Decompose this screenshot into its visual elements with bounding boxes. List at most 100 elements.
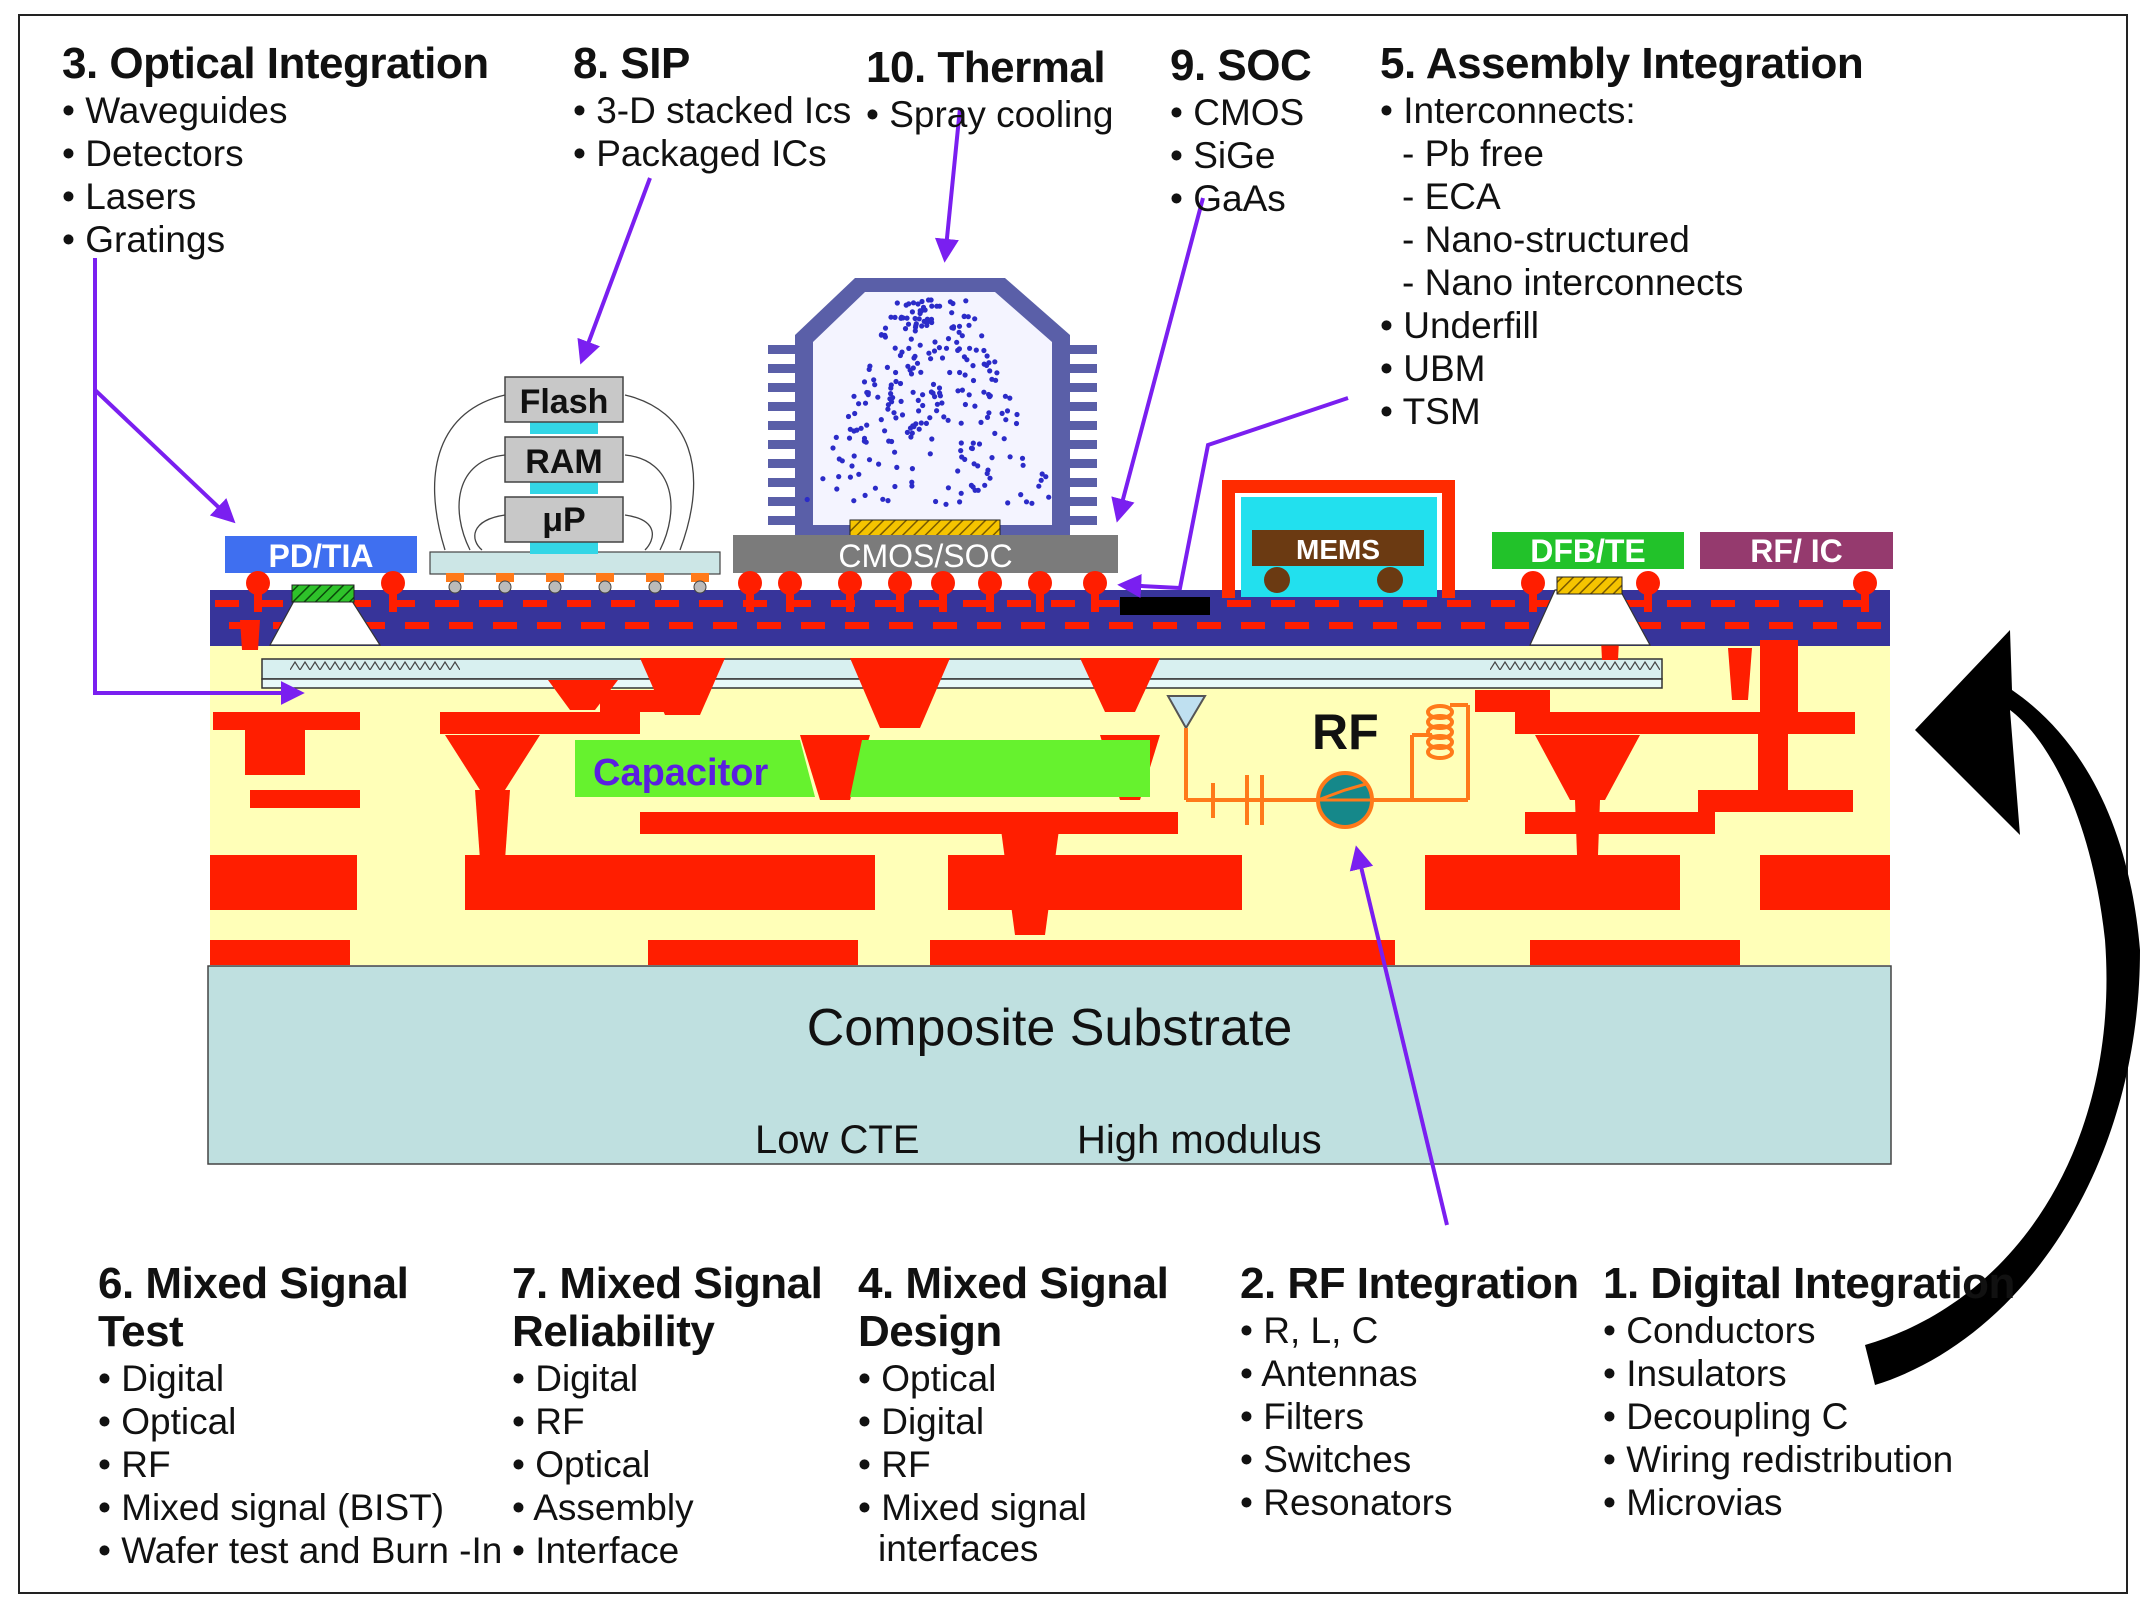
list-item: interfaces [878, 1528, 1039, 1569]
list-item: • Resonators [1240, 1482, 1453, 1523]
flash-label: Flash [519, 383, 609, 421]
list-item: • Optical [512, 1444, 651, 1485]
mems-label: MEMS [1296, 534, 1380, 565]
assembly-integration-block: 5. Assembly Integration • Interconnects:… [1380, 39, 1864, 432]
digital-integration-block: 1. Digital Integration • Conductors • In… [1603, 1259, 2015, 1523]
mixed-signal-design-heading: 4. Mixed Signal [858, 1259, 1169, 1308]
sip-block: 8. SIP • 3-D stacked Ics • Packaged ICs [573, 39, 852, 174]
list-item: • Insulators [1603, 1353, 1787, 1394]
mems-chip [1252, 530, 1424, 566]
mems-cap [1222, 480, 1455, 598]
mixed-signal-test-block: 6. Mixed Signal Test • Digital • Optical… [98, 1259, 503, 1571]
mixed-signal-test-heading: 6. Mixed Signal [98, 1259, 409, 1308]
list-item: • Antennas [1240, 1353, 1418, 1394]
digital-integration-heading: 1. Digital Integration [1603, 1259, 2015, 1308]
die-attach [849, 519, 1001, 537]
list-item: • TSM [1380, 391, 1481, 432]
rf-switch-icon [1316, 771, 1374, 829]
optical-integration-heading: 3. Optical Integration [62, 39, 489, 88]
list-item: • Mixed signal [858, 1487, 1087, 1528]
list-item: • Wiring redistribution [1603, 1439, 1954, 1480]
capacitor-plate-right [850, 740, 1150, 797]
substrate-title: Composite Substrate [806, 999, 1293, 1057]
list-item: • Underfill [1380, 305, 1539, 346]
capacitor-label: Capacitor [593, 752, 769, 794]
assembly-integration-heading: 5. Assembly Integration [1380, 39, 1864, 88]
list-item: • CMOS [1170, 92, 1305, 133]
board [210, 645, 1890, 965]
thermal-heading: 10. Thermal [866, 43, 1106, 92]
soc-heading: 9. SOC [1170, 41, 1312, 90]
list-item: • Detectors [62, 133, 244, 174]
grating-right [1490, 661, 1660, 671]
mixed-signal-reliability-block: 7. Mixed Signal Reliability • Digital • … [512, 1259, 823, 1571]
list-item: • Optical [858, 1358, 997, 1399]
mixed-signal-reliability-heading-2: Reliability [512, 1307, 715, 1356]
cmos-soc-label: CMOS/SOC [838, 538, 1013, 574]
capacitor-plate-left [575, 740, 815, 797]
list-item: • Switches [1240, 1439, 1412, 1480]
list-item: • Interconnects: [1380, 90, 1636, 131]
grating-left [290, 661, 460, 671]
up-label: μP [542, 501, 586, 539]
list-item: - Nano interconnects [1402, 262, 1744, 303]
list-item: • Mixed signal (BIST) [98, 1487, 445, 1528]
substrate-high-modulus: High modulus [1077, 1118, 1322, 1162]
mixed-signal-reliability-heading: 7. Mixed Signal [512, 1259, 823, 1308]
thermal-block: 10. Thermal • Spray cooling [866, 43, 1114, 135]
pd-tia-label: PD/TIA [268, 538, 374, 574]
list-item: • R, L, C [1240, 1310, 1379, 1351]
list-item: - Nano-structured [1402, 219, 1690, 260]
list-item: • Filters [1240, 1396, 1364, 1437]
rf-circuit [1166, 695, 1470, 825]
rf-integration-heading: 2. RF Integration [1240, 1259, 1579, 1308]
flash-chip [504, 376, 624, 423]
list-item: - ECA [1402, 176, 1501, 217]
list-item: • Spray cooling [866, 94, 1114, 135]
sip-heading: 8. SIP [573, 39, 690, 88]
diagram-frame [18, 14, 2128, 1594]
dfb-te-chip [1492, 532, 1684, 569]
list-item: • Digital [512, 1358, 639, 1399]
list-item: • Waveguides [62, 90, 288, 131]
waveguide [261, 658, 1663, 680]
ram-label: RAM [525, 443, 603, 481]
optical-integration-block: 3. Optical Integration • Waveguides • De… [62, 39, 489, 260]
up-chip [504, 496, 624, 543]
mixed-signal-test-heading-2: Test [98, 1307, 184, 1356]
ram-chip [504, 436, 624, 483]
list-item: • Interface [512, 1530, 680, 1571]
list-item: • SiGe [1170, 135, 1276, 176]
rf-ic-label: RF/ IC [1750, 533, 1843, 569]
list-item: • Wafer test and Burn -In [98, 1530, 503, 1571]
list-item: • RF [858, 1444, 931, 1485]
composite-substrate [207, 965, 1892, 1165]
rf-ic-chip [1700, 532, 1893, 569]
rf-label: RF [1312, 704, 1379, 760]
sip-interposer [429, 551, 721, 575]
list-item: • Digital [858, 1401, 985, 1442]
list-item: • Microvias [1603, 1482, 1783, 1523]
rf-integration-block: 2. RF Integration • R, L, C • Antennas •… [1240, 1259, 1579, 1523]
substrate-low-cte: Low CTE [755, 1118, 920, 1162]
list-item: • Packaged ICs [573, 133, 827, 174]
list-item: • Digital [98, 1358, 225, 1399]
list-item: • GaAs [1170, 178, 1286, 219]
list-item: • Assembly [512, 1487, 694, 1528]
list-item: • 3-D stacked Ics [573, 90, 852, 131]
list-item: • Optical [98, 1401, 237, 1442]
dfb-te-label: DFB/TE [1530, 533, 1646, 569]
callout-arrows [93, 107, 1449, 1226]
mixed-signal-design-block: 4. Mixed Signal Design • Optical • Digit… [858, 1259, 1169, 1569]
list-item: • UBM [1380, 348, 1486, 389]
list-item: • Gratings [62, 219, 226, 260]
list-item: • RF [98, 1444, 171, 1485]
soc-block: 9. SOC • CMOS • SiGe • GaAs [1170, 41, 1312, 219]
pd-tia-chip [225, 536, 417, 573]
list-item: • Lasers [62, 176, 197, 217]
mixed-signal-design-heading-2: Design [858, 1307, 1002, 1356]
list-item: - Pb free [1402, 133, 1544, 174]
progression-arrow [1865, 630, 2140, 1385]
